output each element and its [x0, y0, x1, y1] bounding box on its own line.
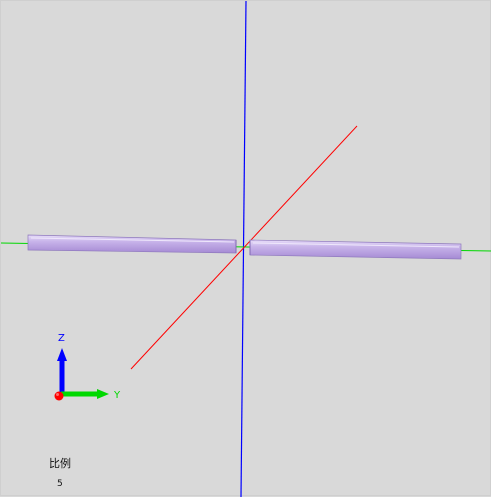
triad-z-label: Z — [58, 333, 65, 344]
triad-origin-sphere — [54, 391, 64, 401]
left-pipe-highlight — [30, 237, 235, 243]
triad-z-arrowhead — [57, 348, 67, 361]
red-diagonal-axis — [130, 125, 358, 370]
right-pipe[interactable] — [249, 239, 462, 260]
scale-value: 5 — [57, 479, 63, 489]
blue-vertical-axis — [240, 1, 247, 497]
right-pipe-body — [249, 239, 462, 260]
triad-y-label: Y — [113, 390, 121, 401]
axis-triad: Z Y — [54, 333, 121, 401]
left-pipe-body — [27, 234, 237, 254]
triad-y-arrowhead — [97, 389, 109, 399]
triad-origin-shade — [56, 393, 59, 396]
right-pipe-highlight — [252, 242, 460, 248]
left-pipe[interactable] — [27, 234, 237, 254]
scale-label: 比例 — [49, 457, 71, 470]
